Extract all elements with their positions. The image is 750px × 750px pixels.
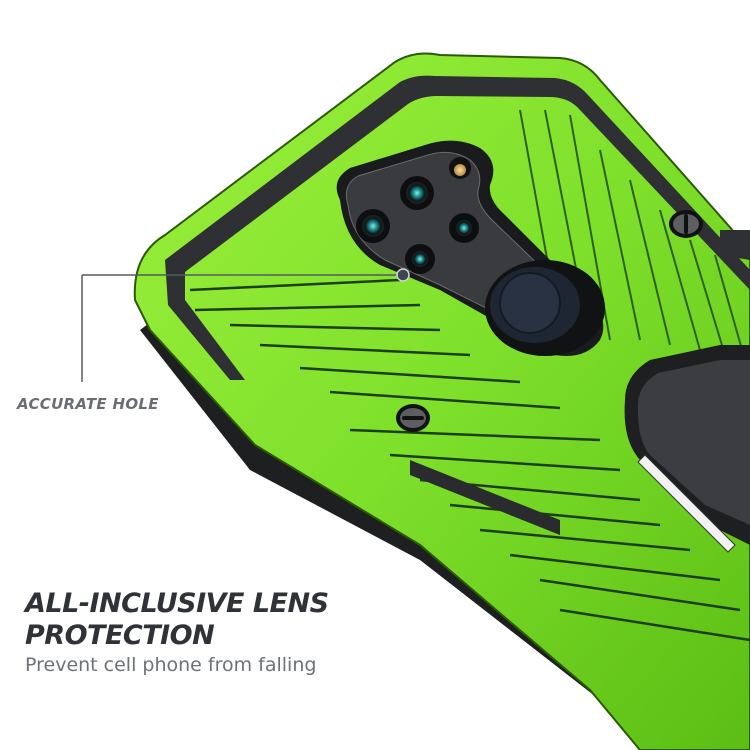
camera-module <box>336 140 605 356</box>
case-ribs <box>189 109 750 642</box>
camera-lens-icon <box>406 182 428 204</box>
bumper-frame <box>165 75 750 380</box>
case-body <box>133 52 750 750</box>
headline: ALL-INCLUSIVE LENS PROTECTION <box>25 588 329 652</box>
screw-icon <box>669 210 703 238</box>
fingerprint-sensor-icon <box>499 272 561 334</box>
headline-line-1: ALL-INCLUSIVE LENS <box>25 588 329 619</box>
subline: Prevent cell phone from falling <box>25 654 317 676</box>
callout-target-icon <box>396 268 410 282</box>
callout-label: ACCURATE HOLE <box>17 395 159 413</box>
camera-lens-icon <box>412 251 428 267</box>
ring-holder <box>624 345 750 553</box>
camera-lens-icon <box>362 215 384 237</box>
headline-line-2: PROTECTION <box>25 620 215 651</box>
flash-icon <box>454 164 466 176</box>
screw-icon <box>396 404 430 432</box>
camera-lens-icon <box>456 220 472 236</box>
callout-leader-line <box>81 268 410 382</box>
